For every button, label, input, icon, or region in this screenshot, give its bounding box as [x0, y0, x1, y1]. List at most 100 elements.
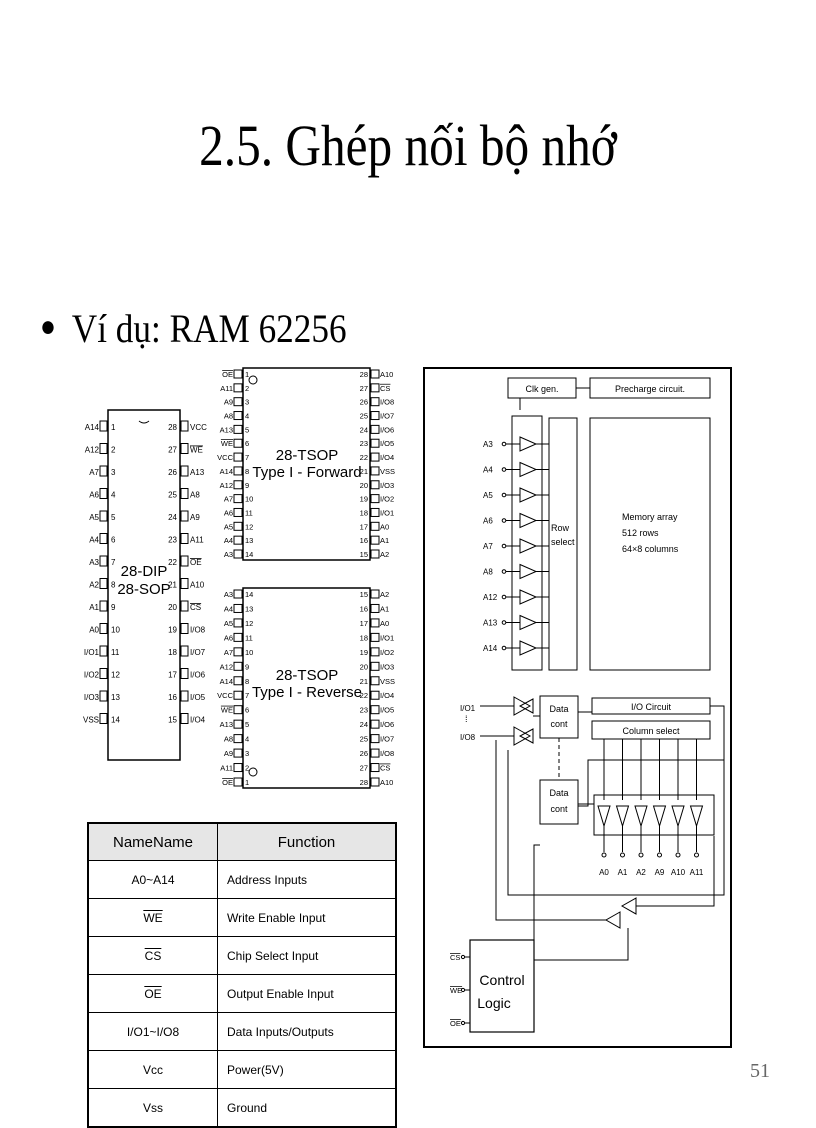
pin-label: A3	[224, 590, 233, 599]
wire	[578, 759, 724, 807]
pin-label: I/O3	[380, 662, 394, 671]
pin-pad	[233, 411, 243, 421]
pin-pad	[370, 632, 380, 642]
pin-label: I/O8	[190, 626, 206, 635]
pin-pad	[370, 521, 380, 531]
pin-pad	[233, 618, 243, 628]
pin-pad	[370, 507, 380, 517]
pin-pad	[180, 690, 189, 702]
column-buffer	[615, 805, 630, 828]
pin-number: 15	[360, 550, 368, 559]
pin-number: 15	[360, 590, 368, 599]
control-logic-label: Control	[479, 972, 524, 988]
pin-label: A0	[89, 626, 99, 635]
dip-notch	[138, 420, 150, 424]
pin-function-cell: Chip Select Input	[217, 936, 397, 975]
pin-pad	[233, 690, 243, 700]
pin-label: I/O7	[190, 648, 206, 657]
pin-number: 3	[245, 749, 249, 758]
wire	[533, 844, 540, 940]
pin-label: WE	[221, 706, 233, 715]
address-node	[620, 852, 625, 858]
pin-label: A1	[380, 604, 389, 613]
enable-buffer	[620, 897, 637, 915]
pin-number: 24	[360, 720, 368, 729]
row-address-label: A3	[483, 440, 493, 449]
dip-label: 28-DIP	[121, 563, 168, 580]
pin-label: A1	[380, 536, 389, 545]
pin-label: A5	[224, 522, 233, 531]
pin-label: A11	[220, 384, 233, 393]
pin-number: 6	[245, 706, 249, 715]
pin-pad	[99, 533, 108, 544]
control-input-label: CS	[450, 953, 460, 962]
pin-pad	[233, 424, 243, 434]
pin-label: A13	[190, 468, 205, 477]
pin-label: A6	[224, 633, 233, 642]
pin-pad	[233, 452, 243, 462]
pin-number: 21	[360, 677, 368, 686]
pin-label: I/O4	[190, 716, 206, 725]
pin-pad	[99, 690, 108, 702]
pin-number: 13	[245, 536, 253, 545]
row-address-label: A7	[483, 542, 493, 551]
pin-number: 4	[111, 491, 116, 500]
pin-number: 12	[245, 522, 253, 531]
pin-number: 10	[245, 648, 253, 657]
page-number: 51	[750, 1060, 770, 1082]
pin-number: 4	[245, 735, 249, 744]
pin-number: 6	[245, 439, 249, 448]
pin-pad	[233, 369, 243, 379]
pin-pad	[99, 555, 108, 567]
address-node	[501, 518, 507, 523]
pin-label: A11	[190, 536, 204, 545]
tsop-body	[242, 367, 371, 561]
pin-number: 17	[168, 671, 177, 680]
pin-number: 22	[168, 558, 177, 567]
column-buffer	[597, 805, 611, 828]
pin-label: VSS	[380, 677, 395, 686]
pin-pad	[233, 603, 243, 613]
address-node	[638, 852, 644, 858]
pin-pad	[370, 748, 380, 758]
control-node	[460, 1020, 466, 1026]
pin-number: 5	[245, 425, 249, 434]
pin-number: 23	[360, 439, 368, 448]
pin-pad	[370, 535, 380, 545]
io-buffer	[513, 696, 532, 716]
pin-label: WE	[221, 439, 233, 448]
data-cont-box	[539, 779, 579, 825]
pin-number: 28	[360, 778, 368, 787]
pin-pad	[99, 420, 108, 432]
pin-number: 24	[360, 425, 368, 434]
io-label-top: I/O1	[460, 704, 476, 713]
pin-number: 8	[245, 677, 249, 686]
pin-number: 9	[245, 662, 249, 671]
pin-number: 9	[111, 603, 116, 612]
pin-name-cell: WE	[87, 898, 218, 937]
pin-label: A1	[89, 603, 99, 612]
pin-label: I/O6	[380, 425, 394, 434]
enable-buffer	[604, 911, 621, 929]
pin-number: 24	[168, 513, 177, 522]
address-node	[501, 467, 507, 472]
pin-pad	[233, 748, 243, 758]
pin-number: 18	[168, 648, 177, 657]
column-address-label: A10	[671, 868, 686, 877]
column-buffer	[689, 805, 704, 828]
address-buffer	[519, 563, 538, 580]
pin-pad	[180, 645, 189, 657]
pin-number: 2	[111, 446, 116, 455]
pin-number: 14	[245, 590, 253, 599]
address-node	[675, 852, 681, 858]
pin-label: CS	[190, 603, 201, 612]
pin-label: A8	[190, 491, 200, 500]
pin-label: A12	[85, 446, 100, 455]
pin-label: A14	[85, 423, 100, 432]
pin-pad	[233, 549, 243, 559]
address-buffer	[519, 487, 538, 503]
pin-pad	[180, 713, 189, 724]
